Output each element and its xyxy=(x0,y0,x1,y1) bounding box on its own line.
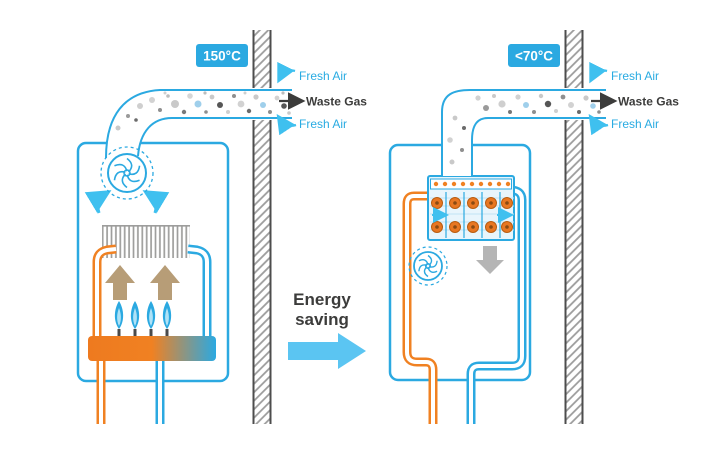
fan-icon-left xyxy=(100,146,154,200)
temp-badge-label-right: <70°C xyxy=(515,49,553,64)
flue-duct-right xyxy=(441,89,606,176)
fresh-air-label-bottom-right: Fresh Air xyxy=(611,117,659,131)
fresh-air-arrow-icon xyxy=(276,114,297,136)
air-to-fan-arrow-icons xyxy=(84,190,170,214)
hot-gas-up-arrow-icons xyxy=(105,265,180,300)
fresh-air-label-bottom-left: Fresh Air xyxy=(299,117,347,131)
water-loop-right xyxy=(402,185,527,424)
energy-saving-caption-line1: Energy xyxy=(293,290,351,309)
air-flow-arrows-left xyxy=(276,61,306,136)
energy-saving-arrow xyxy=(288,333,366,369)
flue-gas-particles-left xyxy=(115,91,291,131)
coil-tubes xyxy=(431,197,513,233)
burner-dots xyxy=(433,181,511,187)
fresh-air-arrow-icon xyxy=(277,61,296,84)
water-loop-left xyxy=(92,244,212,424)
flue-duct-left xyxy=(105,89,292,159)
fan-icon-right xyxy=(408,246,448,286)
burner-flames xyxy=(114,301,172,336)
energy-saving-caption-line2: saving xyxy=(295,310,349,329)
burner-jets xyxy=(117,329,169,336)
temp-badge-label-left: 150°C xyxy=(203,49,241,64)
air-flow-arrows-right xyxy=(588,61,618,136)
temp-badge-right: <70°C xyxy=(508,44,560,67)
heating-bar xyxy=(88,336,216,361)
fresh-air-arrow-icon xyxy=(589,61,608,84)
temp-badge-left: 150°C xyxy=(196,44,248,67)
waste-gas-label-right: Waste Gas xyxy=(618,95,679,109)
boiler-left xyxy=(76,141,230,424)
heat-exchanger-fins xyxy=(102,225,190,258)
fresh-air-label-top-right: Fresh Air xyxy=(611,69,659,83)
wall-right xyxy=(564,30,584,424)
boiler-right xyxy=(388,143,532,424)
fresh-air-arrow-icon xyxy=(588,114,609,136)
condensate-arrow-icon xyxy=(476,246,504,274)
waste-gas-label-left: Waste Gas xyxy=(306,95,367,109)
flue-gas-particles-right xyxy=(447,93,601,165)
fresh-air-label-top-left: Fresh Air xyxy=(299,69,347,83)
condensing-heat-exchanger xyxy=(427,175,515,241)
wall-left xyxy=(252,30,272,424)
